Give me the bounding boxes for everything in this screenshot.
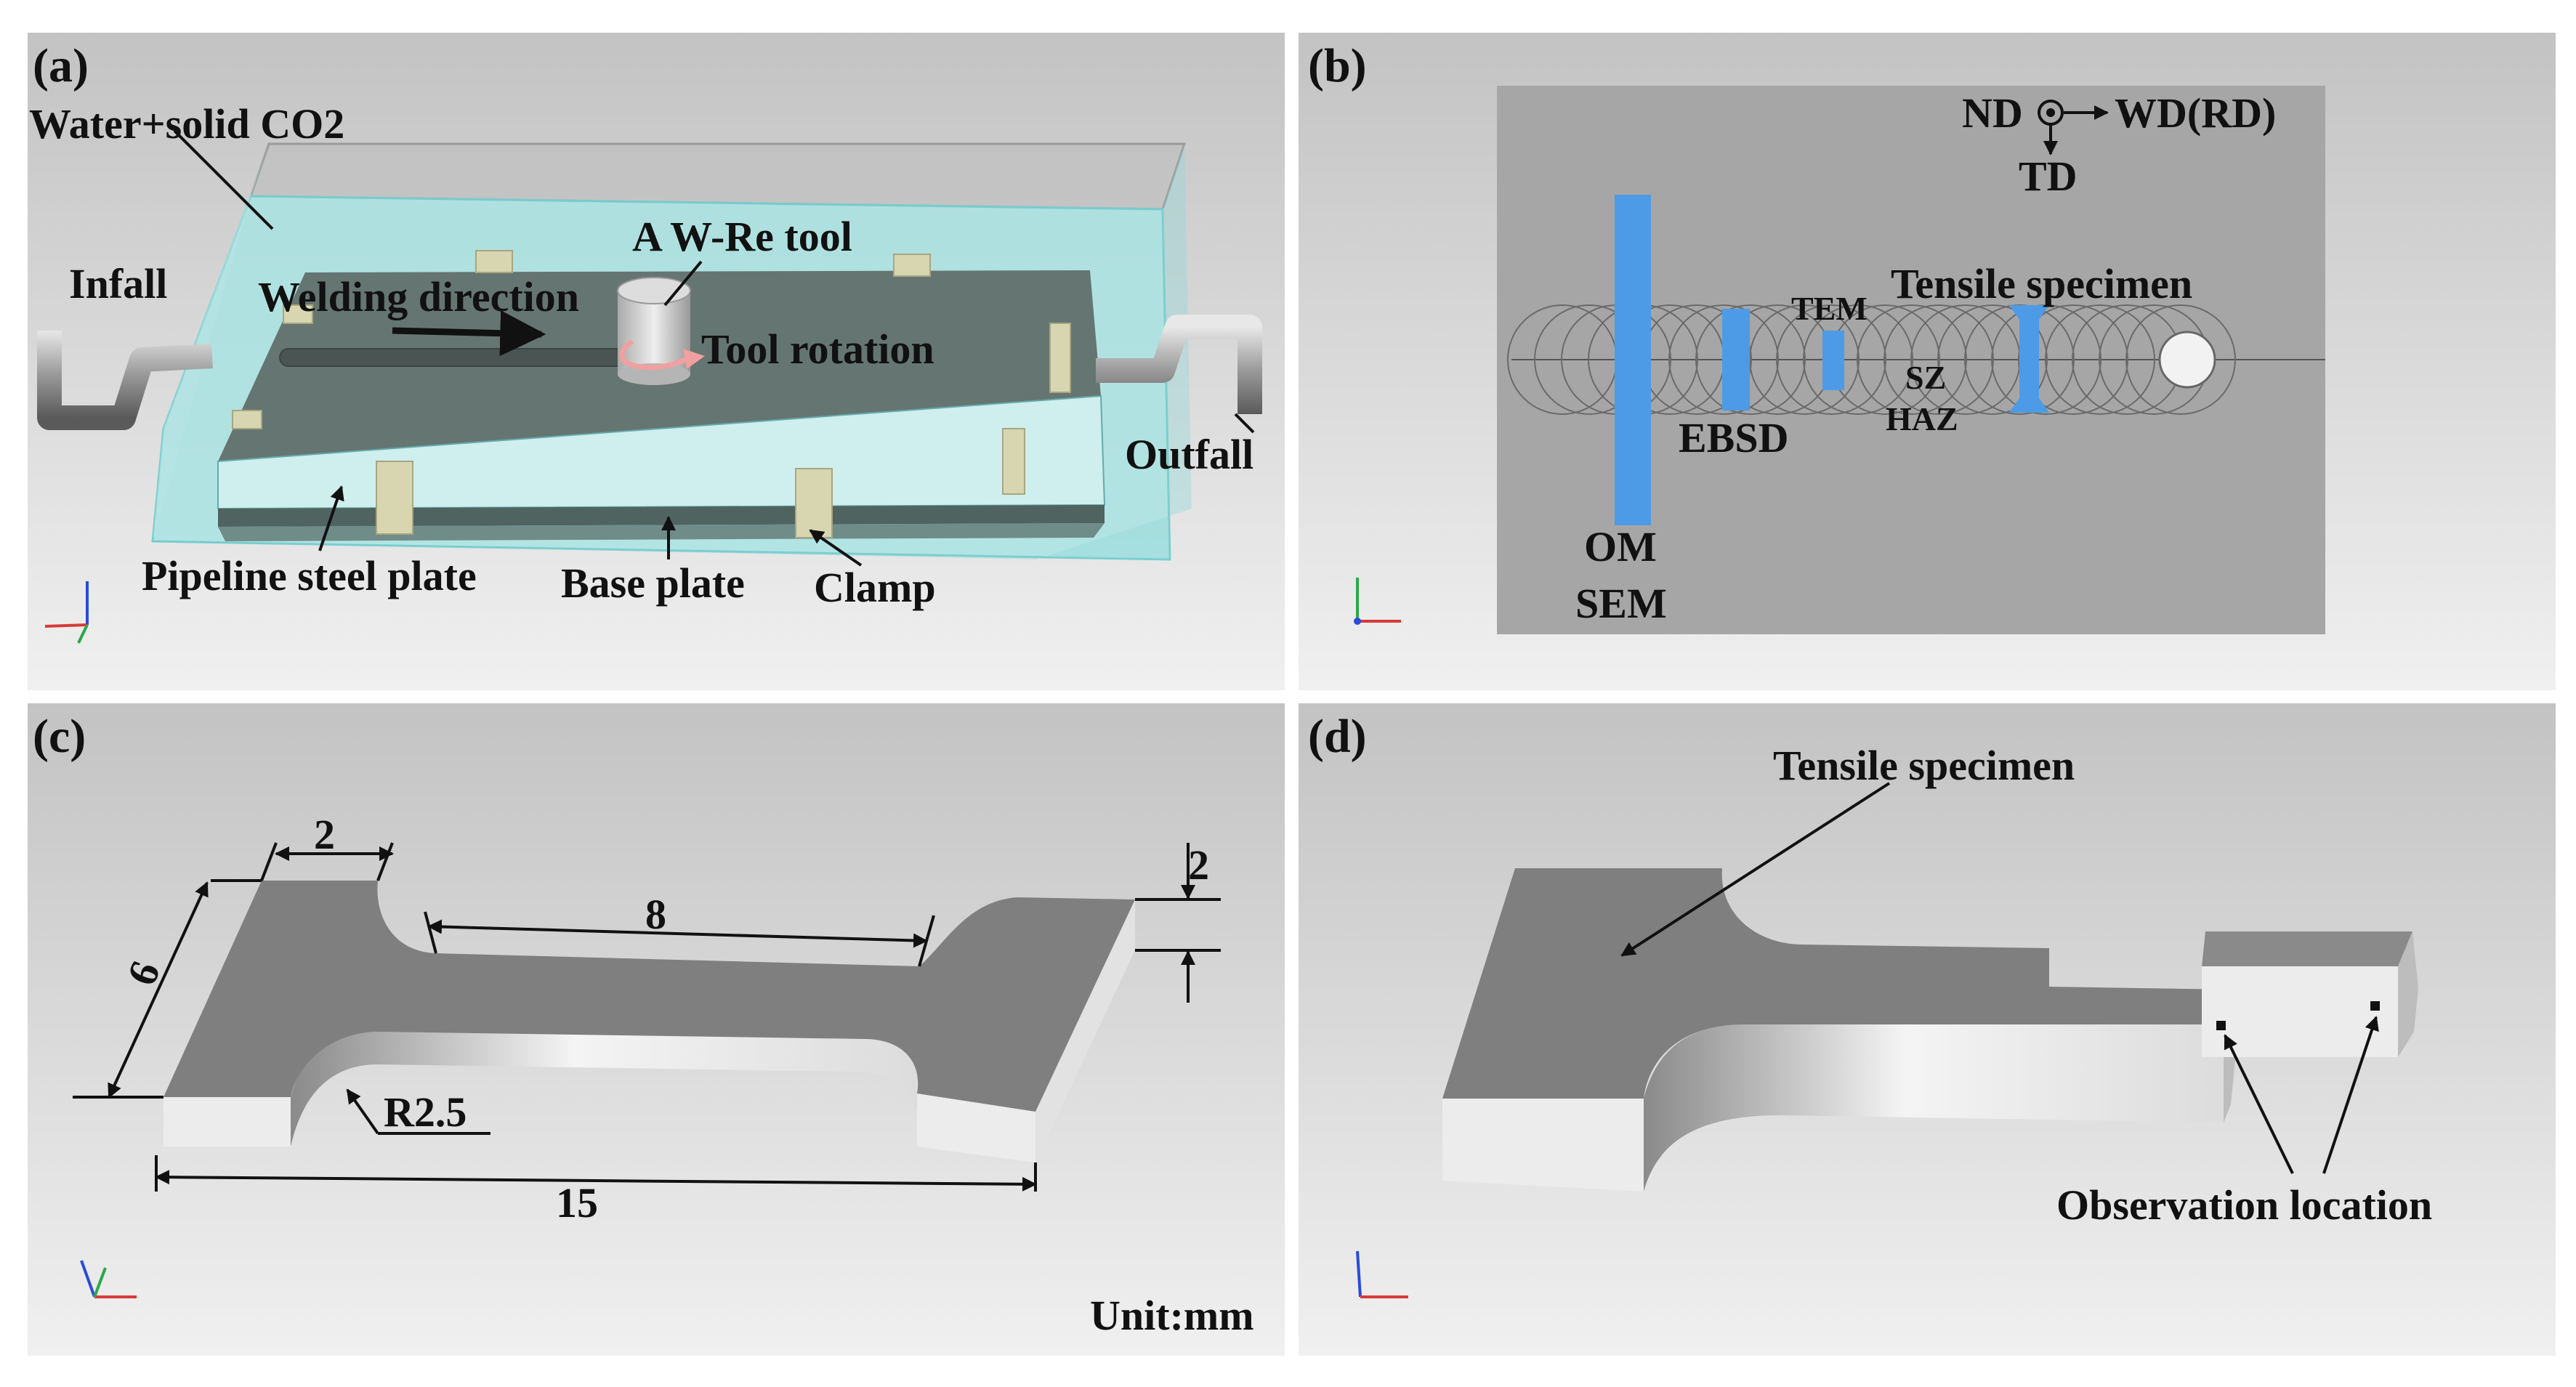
panel-b: (b) ND WD(RD) TD TEM Tensile specimen SZ… bbox=[1299, 33, 2556, 690]
label-water: Water+solid CO2 bbox=[29, 100, 344, 147]
label-clamp: Clamp bbox=[814, 564, 936, 611]
panel-b-tag: (b) bbox=[1308, 39, 1367, 92]
clamp-8 bbox=[232, 410, 262, 429]
specimen-right-grip-front bbox=[917, 1093, 1035, 1162]
fractured-half-top bbox=[1442, 868, 2231, 1099]
label-tool: A W-Re tool bbox=[632, 213, 852, 260]
clamp-5 bbox=[475, 250, 513, 273]
fractured-piece-front bbox=[2202, 966, 2398, 1057]
clamp-4 bbox=[1049, 323, 1071, 393]
leader-observation-1 bbox=[2224, 1034, 2294, 1174]
panel-d: (d) Tensile specimen Observation locatio… bbox=[1299, 703, 2556, 1356]
panel-c: (c) 2 8 2 6 R2.5 15 Unit:mm bbox=[28, 703, 1285, 1356]
label-tensile: Tensile specimen bbox=[1891, 260, 2192, 307]
om-sem-marker bbox=[1615, 195, 1651, 525]
clamp-7 bbox=[283, 304, 313, 324]
base-plate-edge bbox=[218, 523, 1105, 541]
label-tensile-d: Tensile specimen bbox=[1773, 742, 2075, 789]
base-plate bbox=[218, 505, 1105, 527]
specimen-fillet-left bbox=[291, 1032, 919, 1147]
axis-triad-c bbox=[80, 1260, 137, 1298]
weld-ripple bbox=[1937, 304, 2048, 415]
tool-rotation-arrowhead bbox=[683, 349, 705, 369]
leader-tool bbox=[663, 260, 703, 307]
observation-dot-2 bbox=[2370, 1001, 2380, 1011]
infall-pipe bbox=[37, 331, 213, 430]
weld-ripple bbox=[1883, 304, 1994, 415]
outfall-pipe bbox=[1096, 315, 1262, 414]
dimensions bbox=[73, 842, 1221, 1192]
dim-thickness-label: 2 bbox=[1188, 841, 1209, 889]
leader-observation-2 bbox=[2322, 1016, 2379, 1174]
weld-line bbox=[279, 348, 644, 367]
weld-ripple bbox=[2045, 304, 2155, 415]
panel-a: (a) Water+solid CO2 A W-Re tool Infall W… bbox=[28, 33, 1285, 690]
clamp-1 bbox=[376, 461, 413, 535]
specimen-top-face bbox=[163, 881, 1135, 1112]
tensile-specimen-marker bbox=[2009, 305, 2049, 413]
weld-ripple bbox=[2125, 304, 2236, 415]
label-tool-rotation: Tool rotation bbox=[701, 325, 934, 373]
leader-outfall bbox=[1234, 413, 1255, 434]
fractured-half-fillet bbox=[1644, 1024, 2224, 1192]
fracture-surface-right bbox=[2398, 931, 2418, 1057]
label-outfall: Outfall bbox=[1125, 431, 1253, 478]
label-wd: WD(RD) bbox=[2115, 89, 2276, 137]
label-ebsd: EBSD bbox=[1679, 414, 1789, 461]
label-base-plate: Base plate bbox=[561, 559, 745, 607]
panel-c-tag: (c) bbox=[33, 710, 86, 763]
axis-triad-b bbox=[1354, 578, 1401, 625]
tool-rotation-arrow bbox=[619, 339, 693, 371]
panel-a-tag: (a) bbox=[33, 39, 89, 92]
dim-radius-label: R2.5 bbox=[384, 1088, 467, 1136]
leader-pipeline bbox=[318, 485, 344, 551]
keyhole bbox=[2158, 331, 2216, 389]
tool-bottom bbox=[618, 363, 690, 385]
label-welding-direction: Welding direction bbox=[258, 273, 579, 320]
label-td: TD bbox=[2019, 153, 2078, 200]
tem-marker bbox=[1822, 331, 1844, 390]
welding-direction-arrow bbox=[392, 310, 546, 357]
clamp-6 bbox=[893, 254, 931, 277]
panel-d-tag: (d) bbox=[1308, 710, 1367, 763]
dim-length-label: 15 bbox=[556, 1179, 598, 1226]
leader-tensile-d bbox=[1620, 782, 1891, 957]
fractured-piece-top bbox=[2202, 931, 2413, 966]
direction-symbol bbox=[2038, 100, 2109, 155]
label-haz: HAZ bbox=[1886, 400, 1958, 437]
weld-ripple bbox=[1803, 304, 1913, 415]
label-infall: Infall bbox=[69, 260, 167, 307]
axis-triad-a bbox=[44, 581, 89, 644]
tool-top bbox=[617, 277, 691, 304]
clamp-3 bbox=[1002, 428, 1025, 495]
dim-width-label: 2 bbox=[314, 811, 335, 858]
label-om: OM bbox=[1584, 523, 1657, 570]
weld-ripple bbox=[1857, 304, 1967, 415]
unit-label: Unit:mm bbox=[1090, 1292, 1254, 1339]
specimen-right-grip-side bbox=[1035, 899, 1135, 1162]
axis-triad-d bbox=[1356, 1250, 1408, 1298]
label-sz: SZ bbox=[1905, 359, 1946, 396]
label-pipeline-plate: Pipeline steel plate bbox=[142, 552, 477, 599]
specimen-left-grip-front bbox=[163, 1097, 291, 1147]
label-nd: ND bbox=[1962, 89, 2023, 137]
label-tem: TEM bbox=[1791, 290, 1868, 327]
label-sem: SEM bbox=[1575, 580, 1667, 627]
weld-ripple bbox=[1695, 304, 1806, 415]
label-observation: Observation location bbox=[2056, 1181, 2432, 1229]
ebsd-marker bbox=[1722, 309, 1750, 411]
observation-dot-1 bbox=[2216, 1021, 2226, 1030]
leader-clamp bbox=[809, 529, 863, 567]
weld-ripple bbox=[1776, 304, 1886, 415]
dim-gauge-label: 8 bbox=[645, 891, 666, 938]
weld-ripple bbox=[2018, 304, 2128, 415]
leader-water bbox=[173, 129, 274, 230]
fractured-half-grip-front bbox=[1442, 1099, 1644, 1192]
clamp-2 bbox=[795, 468, 833, 538]
weld-ripple bbox=[1668, 304, 1779, 415]
